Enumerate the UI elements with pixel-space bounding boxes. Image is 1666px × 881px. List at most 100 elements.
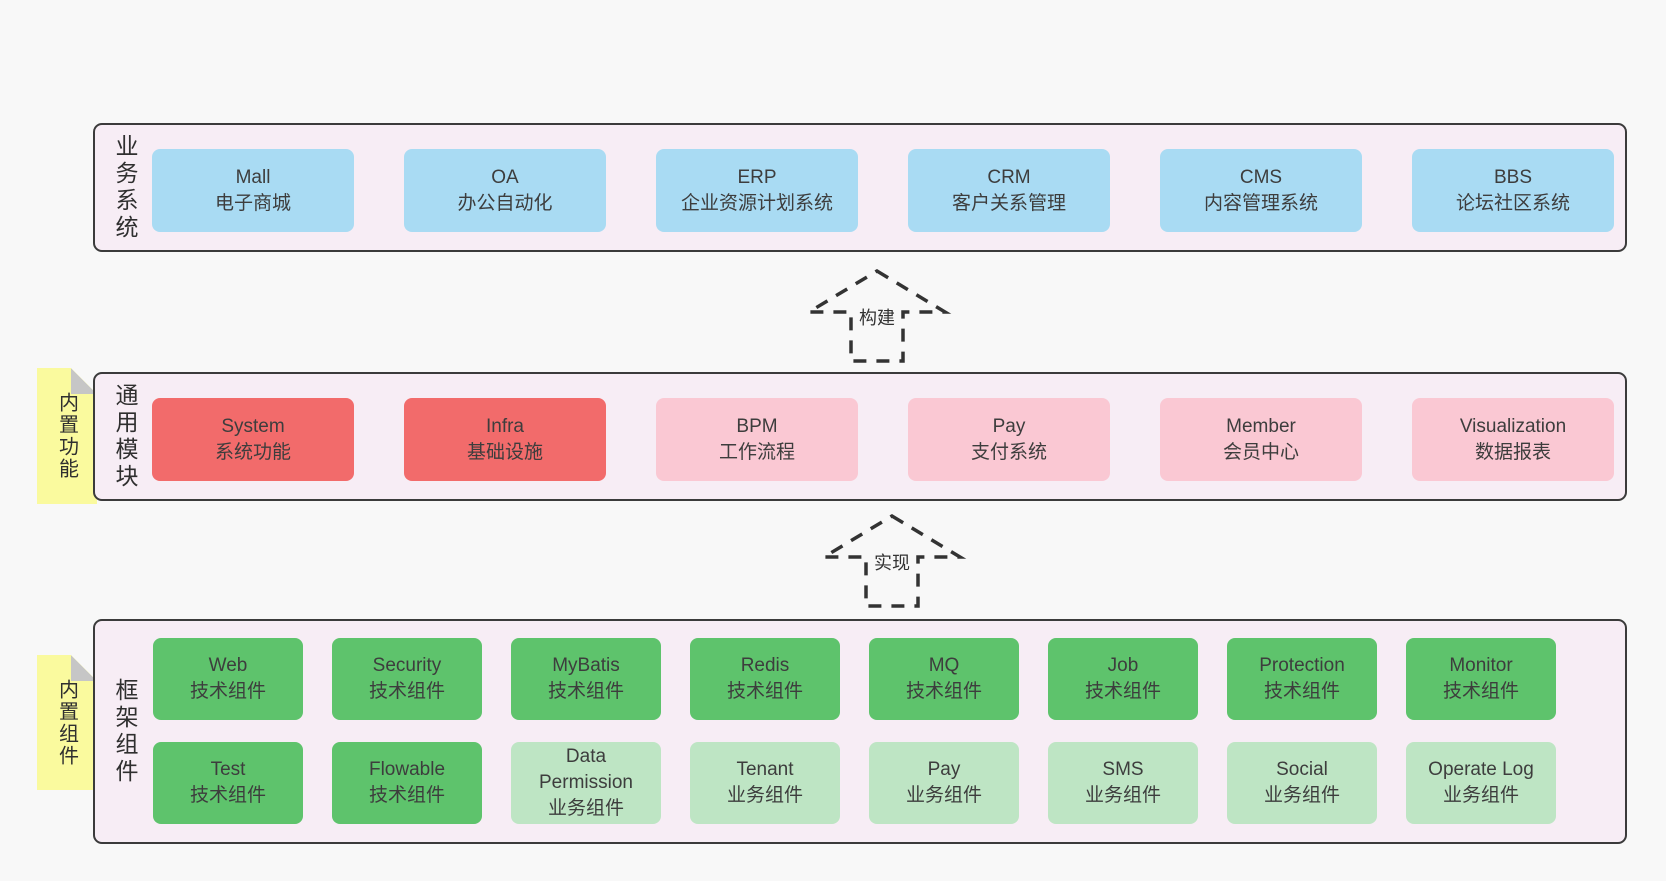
box-erp: ERP 企业资源计划系统 (656, 149, 858, 232)
box-subtitle: 业务组件 (905, 785, 982, 806)
arrow-implement: 实现 (817, 513, 967, 609)
box-title: ERP (737, 166, 777, 188)
box-subtitle: 技术组件 (726, 681, 803, 702)
box-title: Pay (927, 759, 961, 780)
box-subtitle: 业务组件 (726, 785, 803, 806)
box-title: Security (372, 655, 442, 676)
sticky-note-built-in-components: 内置组件 (37, 655, 97, 790)
box-row: Test 技术组件 Flowable 技术组件 Data Permission 业务组件 T… (153, 742, 1556, 824)
box-subtitle: 业务组件 (547, 798, 624, 819)
box-subtitle: 技术组件 (1442, 681, 1519, 702)
section-common-modules: 通用模块 System 系统功能 Infra 基础设施 BPM 工作流程 Pay 支付系统 Me… (93, 372, 1627, 501)
box-pay: Pay 支付系统 (908, 398, 1110, 481)
note-label: 内置组件 (55, 678, 78, 767)
box-bpm: BPM 工作流程 (656, 398, 858, 481)
box-subtitle: 技术组件 (905, 681, 982, 702)
box-title: SMS (1102, 759, 1144, 780)
box-subtitle: 数据报表 (1474, 441, 1551, 463)
box-title: Flowable (368, 759, 446, 780)
box-system: System 系统功能 (152, 398, 354, 481)
box-subtitle: 业务组件 (1084, 785, 1161, 806)
box-title: CRM (987, 166, 1031, 188)
box-subtitle: 论坛社区系统 (1455, 192, 1570, 214)
box-subtitle: 工作流程 (718, 441, 795, 463)
box-subtitle: 技术组件 (189, 681, 266, 702)
box-subtitle: 技术组件 (189, 785, 266, 806)
box-title: Operate Log (1428, 759, 1534, 780)
box-infra: Infra 基础设施 (404, 398, 606, 481)
section-title: 通用模块 (112, 382, 138, 491)
box-subtitle: 技术组件 (547, 681, 624, 702)
box-pay: Pay 业务组件 (869, 742, 1019, 824)
sticky-note-built-in-features: 内置功能 (37, 368, 97, 504)
box-subtitle: 客户关系管理 (951, 192, 1066, 214)
box-subtitle: 电子商城 (214, 192, 291, 214)
box-subtitle: 技术组件 (1084, 681, 1161, 702)
arrow-label: 实现 (870, 549, 914, 575)
box-social: Social 业务组件 (1227, 742, 1377, 824)
box-title: Redis (740, 655, 790, 676)
box-row: Mall 电子商城 OA 办公自动化 ERP 企业资源计划系统 CRM 客户关系管理 CMS 内容… (152, 149, 1614, 232)
box-subtitle: 内容管理系统 (1203, 192, 1318, 214)
box-redis: Redis 技术组件 (690, 638, 840, 720)
box-mq: MQ 技术组件 (869, 638, 1019, 720)
box-member: Member 会员中心 (1160, 398, 1362, 481)
box-title: Monitor (1449, 655, 1513, 676)
box-subtitle: 业务组件 (1442, 785, 1519, 806)
box-subtitle: 企业资源计划系统 (680, 192, 833, 214)
box-title: Data Permission (539, 746, 633, 793)
box-subtitle: 会员中心 (1222, 441, 1299, 463)
box-title: Mall (235, 166, 271, 188)
box-title: Job (1107, 655, 1139, 676)
arrow-build: 构建 (802, 268, 952, 364)
box-test: Test 技术组件 (153, 742, 303, 824)
box-subtitle: 支付系统 (970, 441, 1047, 463)
box-visualization: Visualization 数据报表 (1412, 398, 1614, 481)
box-cms: CMS 内容管理系统 (1160, 149, 1362, 232)
box-title: CMS (1239, 166, 1283, 188)
box-row: System 系统功能 Infra 基础设施 BPM 工作流程 Pay 支付系统 Member 会… (152, 398, 1614, 481)
dashed-up-arrow-icon (802, 268, 952, 363)
box-subtitle: 业务组件 (1263, 785, 1340, 806)
box-title: BBS (1493, 166, 1533, 188)
section-title: 业务系统 (112, 133, 138, 242)
box-subtitle: 基础设施 (466, 441, 543, 463)
box-title: System (221, 415, 285, 437)
section-business-systems: 业务系统 Mall 电子商城 OA 办公自动化 ERP 企业资源计划系统 CRM 客户关系管理… (93, 123, 1627, 252)
box-oa: OA 办公自动化 (404, 149, 606, 232)
box-subtitle: 系统功能 (214, 441, 291, 463)
box-title: MQ (928, 655, 960, 676)
box-title: OA (491, 166, 519, 188)
box-flowable: Flowable 技术组件 (332, 742, 482, 824)
box-crm: CRM 客户关系管理 (908, 149, 1110, 232)
box-mall: Mall 电子商城 (152, 149, 354, 232)
box-mybatis: MyBatis 技术组件 (511, 638, 661, 720)
box-web: Web 技术组件 (153, 638, 303, 720)
box-title: Member (1226, 415, 1296, 437)
box-monitor: Monitor 技术组件 (1406, 638, 1556, 720)
box-title: Test (210, 759, 246, 780)
box-title: Social (1276, 759, 1328, 780)
box-data-permission: Data Permission 业务组件 (511, 742, 661, 824)
box-bbs: BBS 论坛社区系统 (1412, 149, 1614, 232)
box-title: BPM (736, 415, 778, 437)
box-title: MyBatis (552, 655, 620, 676)
box-job: Job 技术组件 (1048, 638, 1198, 720)
box-sms: SMS 业务组件 (1048, 742, 1198, 824)
box-title: Protection (1259, 655, 1345, 676)
box-subtitle: 技术组件 (368, 785, 445, 806)
arrow-label: 构建 (855, 304, 899, 330)
section-title: 框架组件 (112, 677, 138, 786)
box-subtitle: 技术组件 (1263, 681, 1340, 702)
box-title: Infra (485, 415, 525, 437)
box-title: Tenant (736, 759, 794, 780)
box-title: Visualization (1459, 415, 1567, 437)
box-title: Pay (992, 415, 1026, 437)
box-subtitle: 办公自动化 (457, 192, 553, 214)
box-title: Web (208, 655, 248, 676)
box-protection: Protection 技术组件 (1227, 638, 1377, 720)
